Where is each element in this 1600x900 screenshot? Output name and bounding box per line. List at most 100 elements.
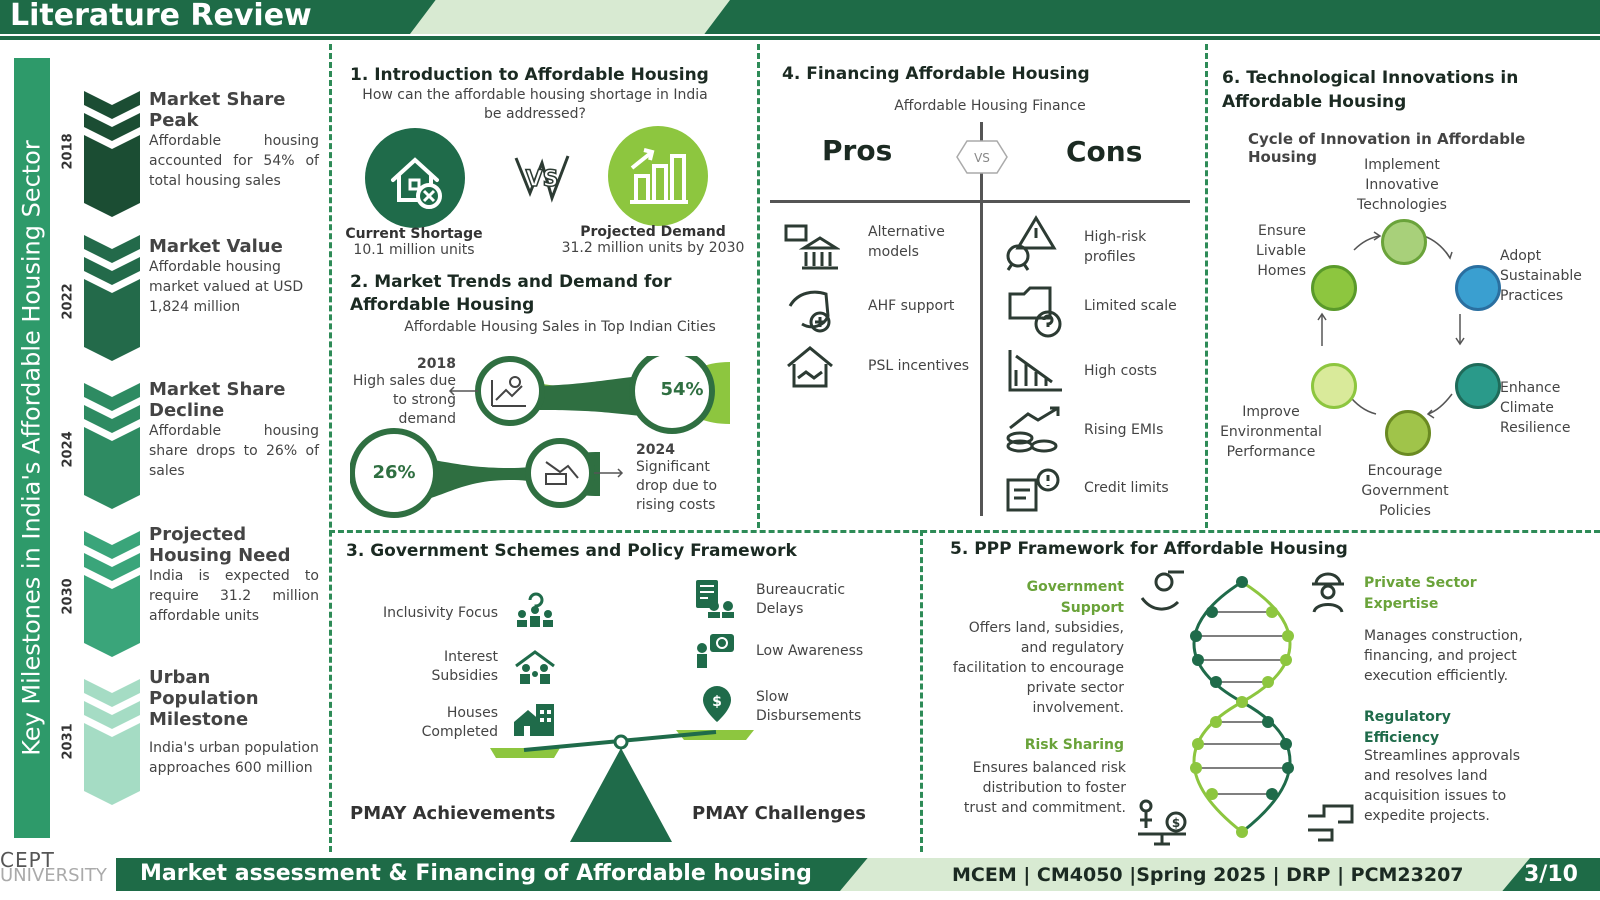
- regulatory-title: Regulatory Efficiency: [1364, 709, 1451, 746]
- year-2030: 2030: [60, 578, 76, 615]
- cycle-step: Improve Environmental Performance: [1220, 404, 1322, 460]
- climate-icon-node: [1455, 363, 1501, 409]
- chevron-2031: [84, 679, 140, 805]
- sidebar-title-wrap: Key Milestones in India's Affordable Hou…: [14, 58, 50, 838]
- house-handshake-icon: [787, 346, 833, 388]
- bureaucracy-icon: [696, 580, 734, 618]
- page-title: Literature Review: [10, 0, 312, 33]
- pct-2018: 54%: [660, 379, 704, 400]
- family-house-icon: [515, 650, 555, 684]
- milestone-title: Market Share Peak: [149, 89, 286, 131]
- policy-icon-node: [1385, 410, 1431, 456]
- section-4-subtitle: Affordable Housing Finance: [894, 98, 1086, 114]
- chevron-2022: [84, 235, 140, 361]
- con-item: High costs: [1084, 363, 1157, 379]
- credit-limit-icon: [1006, 468, 1060, 512]
- con-item: Credit limits: [1084, 480, 1169, 496]
- section-1-title: 1. Introduction to Affordable Housing: [350, 65, 709, 85]
- svg-text:$: $: [1172, 816, 1180, 830]
- milestone-2018: Market Share Peak Affordable housing acc…: [149, 89, 319, 191]
- year-2018: 2018: [60, 133, 76, 170]
- section-2-subtitle: Affordable Housing Sales in Top Indian C…: [404, 319, 716, 335]
- demand-label: Projected Demand: [580, 224, 726, 240]
- pro-item: AHF support: [868, 298, 955, 314]
- achievement-item: Inclusivity Focus: [382, 605, 498, 621]
- vs-badge: VS: [956, 140, 1008, 174]
- section-1-question: How can the affordable housing shortage …: [362, 87, 708, 122]
- trend-note: Significant drop due to rising costs: [636, 459, 718, 513]
- vs-text: VS: [526, 167, 559, 192]
- demand-stat: Projected Demand 31.2 million units by 2…: [558, 224, 748, 256]
- tech-icon-node: [1381, 219, 1427, 265]
- challenge-item: Bureaucratic Delays: [756, 582, 846, 617]
- year-2024: 2024: [60, 431, 76, 468]
- header-accent: [410, 0, 730, 34]
- section-2-title: 2. Market Trends and Demand for Affordab…: [350, 272, 672, 315]
- university-logo: CEPT UNIVERSITY: [0, 848, 107, 886]
- milestone-desc: India is expected to require 31.2 millio…: [149, 568, 319, 624]
- trend-2024: 2024 Significant drop due to rising cost…: [636, 442, 746, 515]
- gov-support-title: Government Support: [1026, 579, 1124, 616]
- money-pin-icon: $: [703, 686, 731, 722]
- achievement-item: Interest Subsidies: [431, 649, 498, 684]
- gov-support-desc: Offers land, subsidies, and regulatory f…: [952, 620, 1124, 716]
- svg-text:$: $: [712, 694, 722, 710]
- trend-year: 2024: [636, 442, 675, 458]
- bank-model-icon: [784, 224, 840, 270]
- demand-value: 31.2 million units by 2030: [561, 240, 745, 256]
- chart-up-icon: [491, 376, 526, 407]
- house-x-icon: [391, 157, 442, 209]
- milestone-title: Market Share Decline: [149, 379, 286, 421]
- rising-coins-icon: [1006, 406, 1060, 453]
- shortage-stat: Current Shortage 10.1 million units: [340, 226, 488, 258]
- con-item: Rising EMIs: [1084, 422, 1164, 438]
- header-rule: [0, 36, 1600, 40]
- cycle-step: Adopt Sustainable Practices: [1500, 248, 1582, 304]
- section-6-title: 6. Technological Innovations in Affordab…: [1222, 68, 1519, 112]
- milestone-2024: Market Share Decline Affordable housing …: [149, 379, 319, 481]
- sustainable-icon-node: [1455, 265, 1501, 311]
- chart-decline-icon: [1008, 350, 1062, 392]
- milestone-2031: Urban Population Milestone India's urban…: [149, 667, 319, 778]
- milestone-2022: Market Value Affordable housing market v…: [149, 236, 319, 317]
- private-sector-desc: Manages construction, financing, and pro…: [1364, 628, 1523, 684]
- worker-icon: [1312, 572, 1344, 613]
- risk-sharing-desc: Ensures balanced risk distribution to fo…: [963, 760, 1126, 816]
- support-hand-icon: [1140, 570, 1184, 611]
- achievement-item: Houses Completed: [421, 705, 498, 740]
- pct-2024: 26%: [372, 462, 416, 483]
- divider-horizontal: [329, 530, 1600, 533]
- milestone-desc: Affordable housing market valued at USD …: [149, 259, 304, 315]
- page-number: 3/10: [1524, 862, 1578, 887]
- pmay-challenges-label: PMAY Challenges: [692, 803, 866, 824]
- footer-accent: [840, 858, 1530, 891]
- year-2022: 2022: [60, 283, 76, 320]
- inclusivity-icon: [517, 592, 553, 627]
- section-5-title: 5. PPP Framework for Affordable Housing: [950, 539, 1348, 559]
- milestone-chevrons: [84, 91, 140, 805]
- risk-balance-icon: $: [1138, 799, 1187, 846]
- divider-right: [1205, 44, 1208, 528]
- buildings-icon: [514, 704, 554, 736]
- header-bar: [0, 0, 1600, 34]
- divider-left: [329, 44, 332, 852]
- con-item: High-risk profiles: [1084, 229, 1147, 265]
- divider-mid: [757, 44, 760, 528]
- con-item: Limited scale: [1084, 298, 1177, 314]
- footer-course: MCEM | CM4050 |Spring 2025 | DRP | PCM23…: [952, 864, 1464, 886]
- cycle-step: Encourage Government Policies: [1361, 463, 1449, 519]
- sidebar-band: [14, 58, 50, 838]
- regulation-hand-icon: [1308, 804, 1354, 842]
- private-sector-title: Private Sector Expertise: [1364, 575, 1477, 612]
- year-2031: 2031: [60, 723, 76, 760]
- milestone-title: Market Value: [149, 236, 283, 257]
- milestone-2030: Projected Housing Need India is expected…: [149, 524, 319, 626]
- milestone-desc: India's urban population approaches 600 …: [149, 740, 319, 776]
- chevron-2018: [84, 91, 140, 217]
- megaphone-person-icon: [697, 634, 734, 668]
- chart-down-icon: [545, 461, 579, 485]
- risk-sharing-title: Risk Sharing: [1024, 737, 1124, 753]
- section-6-subtitle: Cycle of Innovation in Affordable Housin…: [1248, 130, 1526, 166]
- dna-helix-graphic: [1190, 576, 1294, 838]
- livable-icon-node: [1311, 265, 1357, 311]
